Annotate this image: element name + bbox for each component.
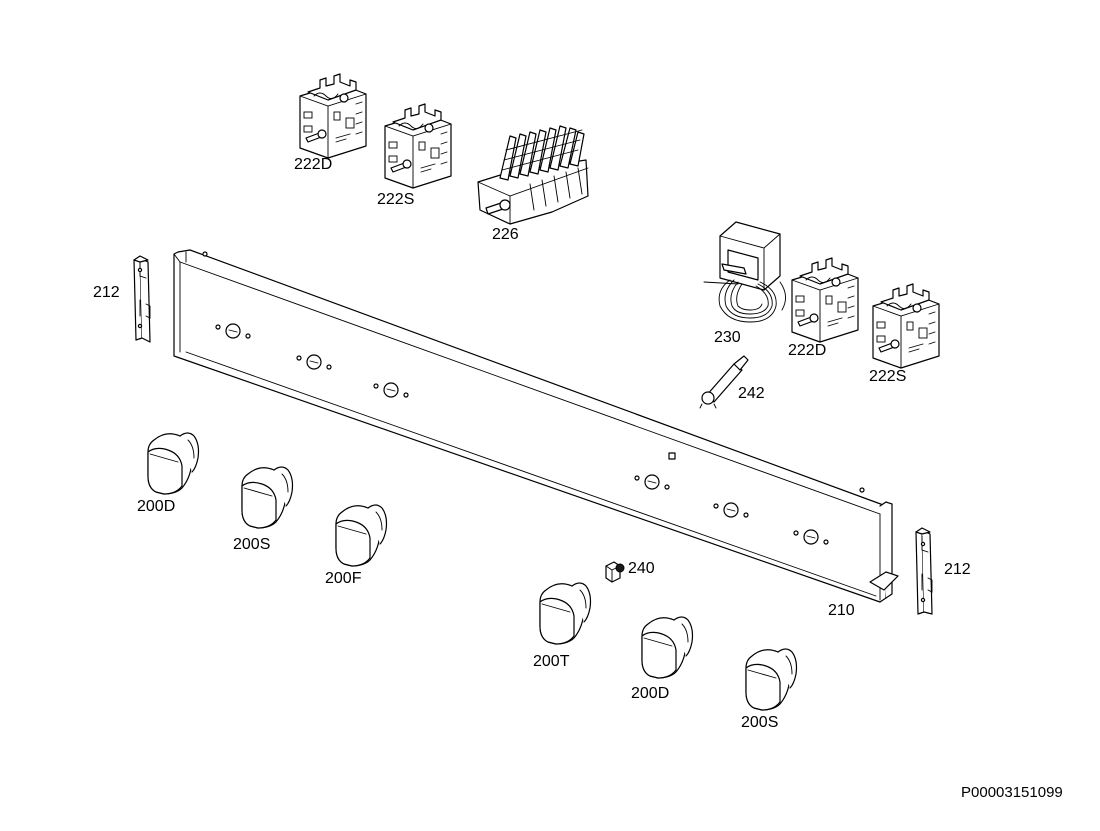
label-222d-right: 222D: [788, 342, 827, 359]
label-200s-right: 200S: [741, 714, 779, 731]
bracket-212-left: [133, 255, 151, 343]
label-210: 210: [828, 602, 855, 619]
label-222s-top: 222S: [377, 191, 415, 208]
lamp-242: [699, 355, 749, 409]
knob-200s-right: [745, 648, 798, 711]
bracket-212-right: [915, 527, 933, 615]
label-200s-left: 200S: [233, 536, 271, 553]
indicator-240: [605, 561, 625, 583]
thermostat-230: [703, 221, 786, 323]
switch-222d-top: [299, 73, 367, 159]
control-panel-210: [173, 249, 899, 603]
label-200d-left: 200D: [137, 498, 176, 515]
label-222d-top: 222D: [294, 156, 333, 173]
label-212-right: 212: [944, 561, 971, 578]
label-226: 226: [492, 226, 519, 243]
label-200t: 200T: [533, 653, 570, 670]
knob-200f: [335, 504, 388, 567]
selector-226: [477, 125, 589, 225]
label-200f: 200F: [325, 570, 362, 587]
switch-222s-top: [384, 103, 452, 189]
knob-200t: [539, 582, 592, 645]
switch-222d-right: [791, 257, 859, 343]
label-230: 230: [714, 329, 741, 346]
knob-200d-right: [641, 616, 694, 679]
label-240: 240: [628, 560, 655, 577]
label-222s-right: 222S: [869, 368, 907, 385]
knob-200s-left: [241, 466, 294, 529]
label-200d-right: 200D: [631, 685, 670, 702]
label-212-left: 212: [93, 284, 120, 301]
knob-200d-left: [147, 432, 200, 495]
drawing-code: P00003151099: [961, 784, 1063, 801]
label-242: 242: [738, 385, 765, 402]
switch-222s-right: [872, 283, 940, 369]
